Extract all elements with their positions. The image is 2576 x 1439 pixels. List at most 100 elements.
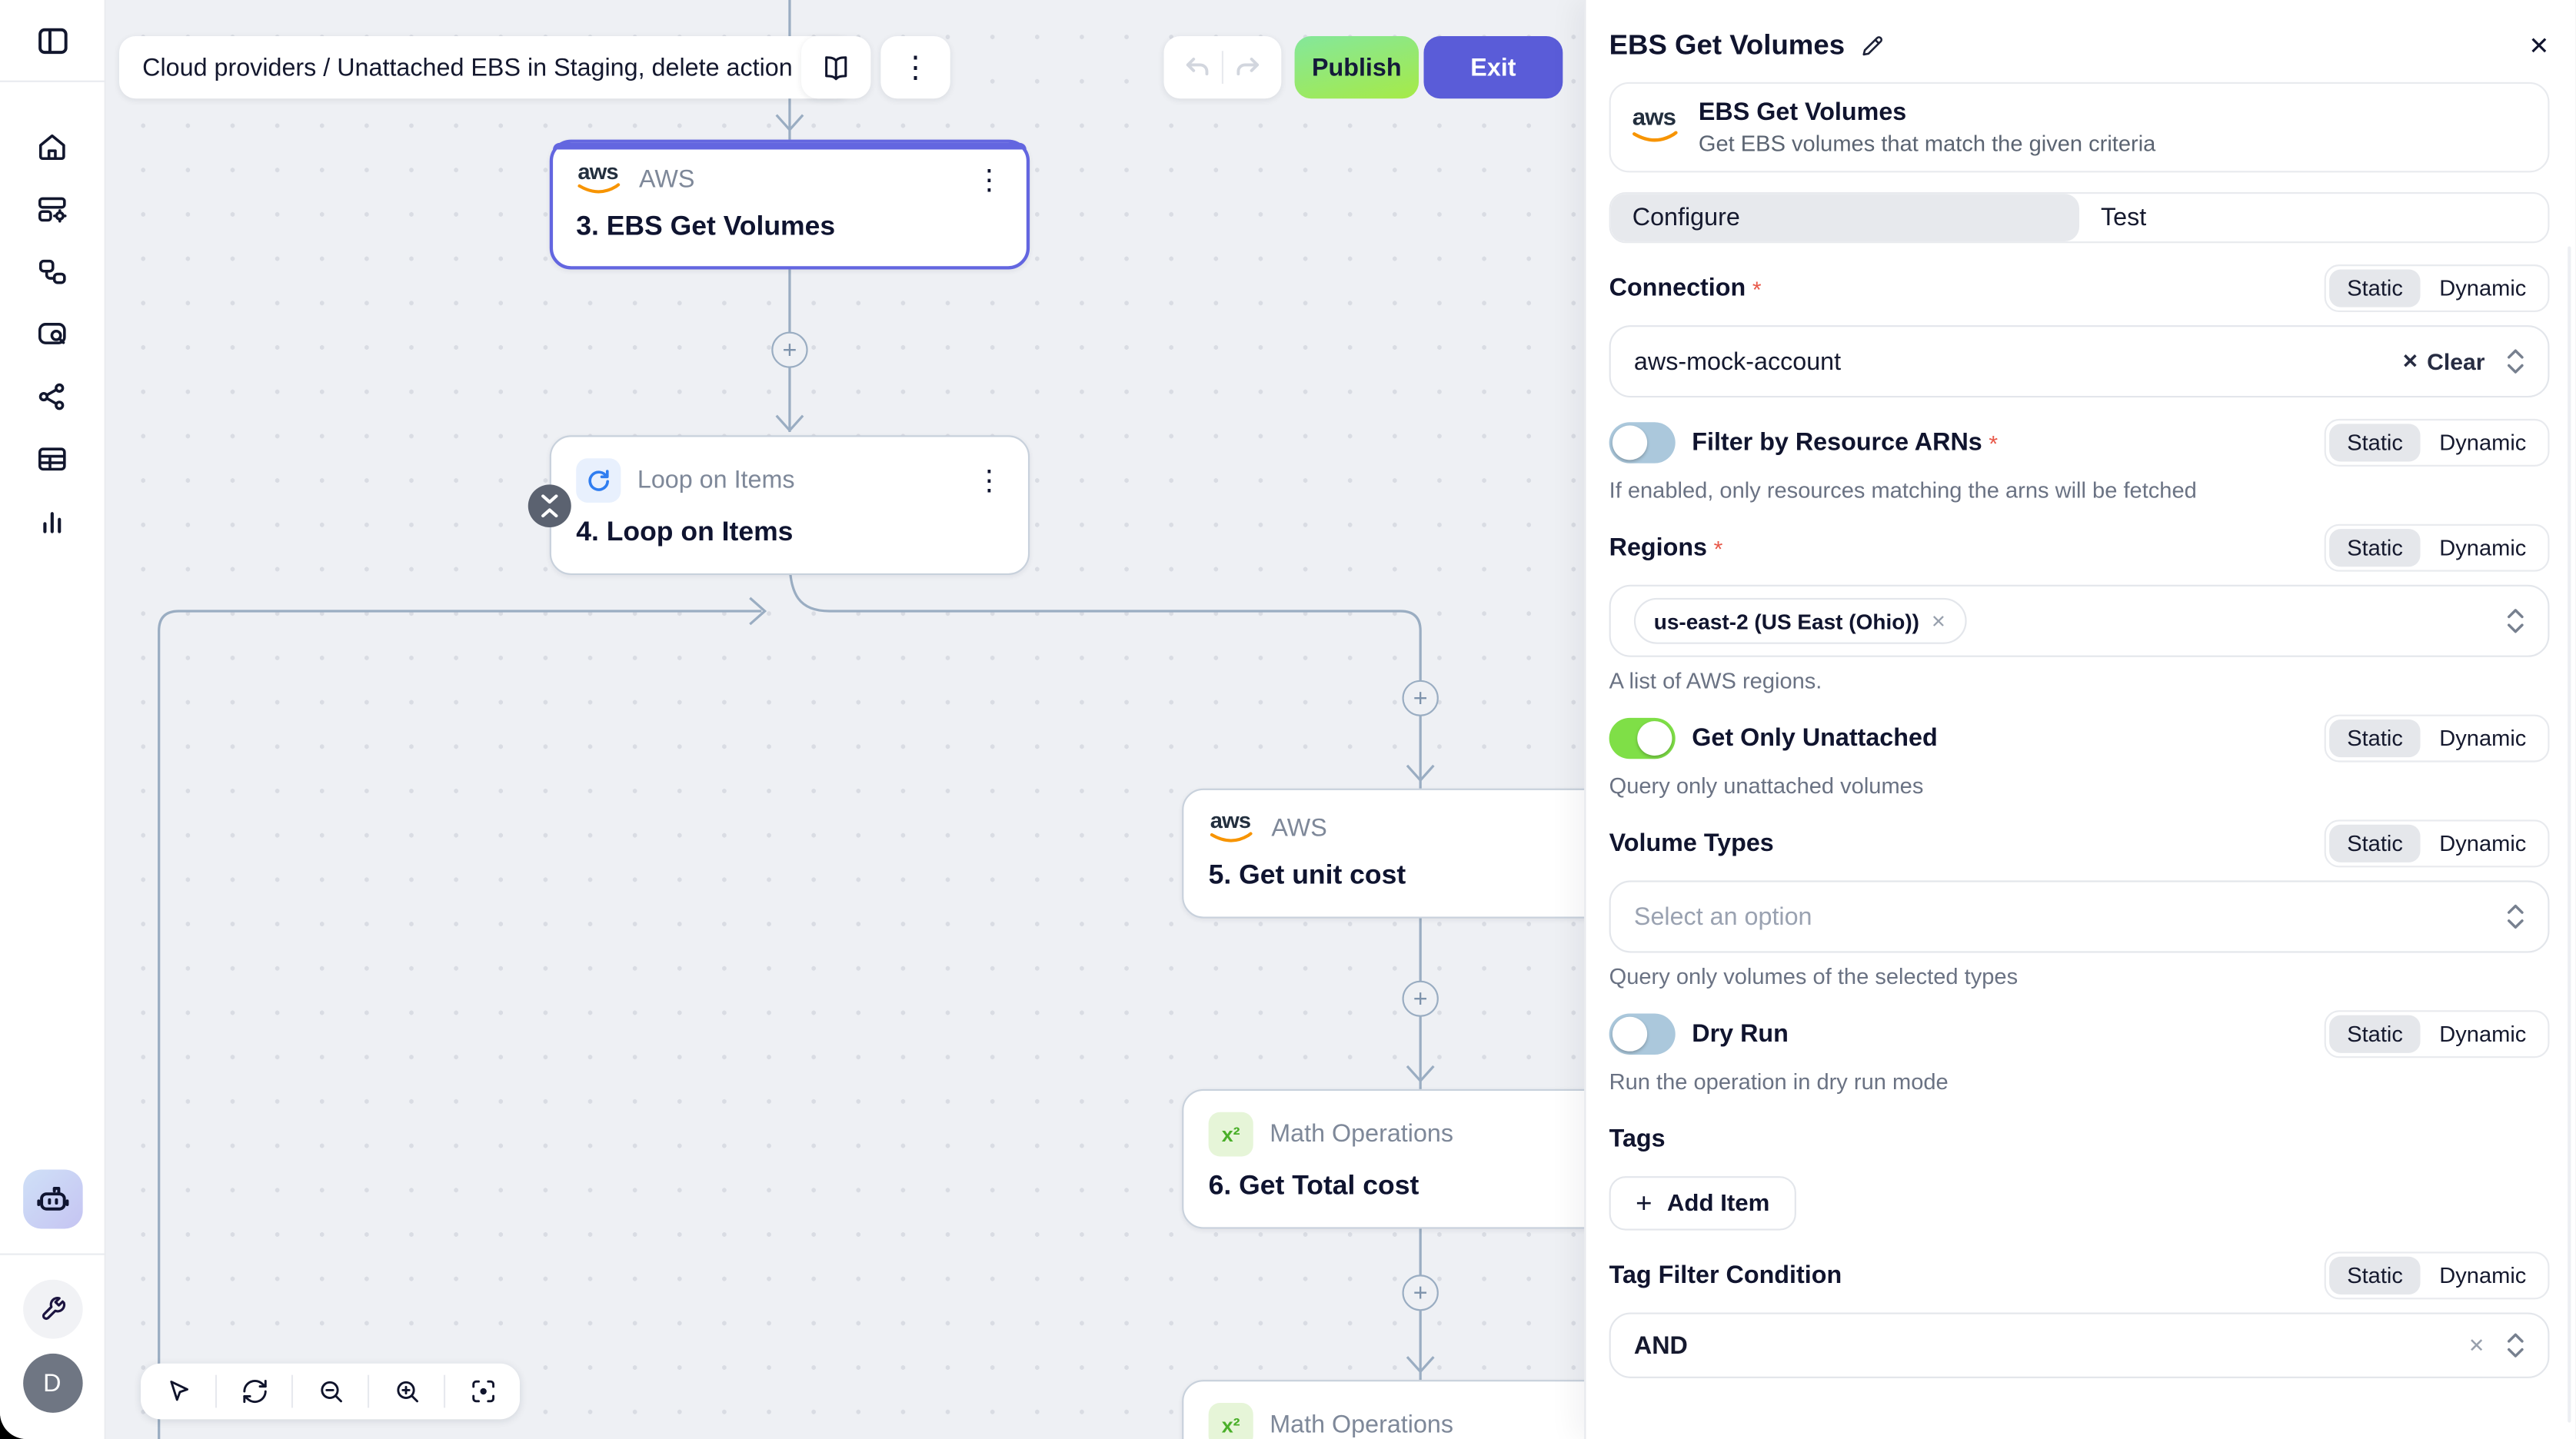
clear-tag-filter-icon[interactable]: ✕	[2468, 1334, 2485, 1358]
table-icon	[38, 447, 66, 470]
close-panel-button[interactable]: ✕	[2528, 32, 2550, 61]
node-get-unit-cost[interactable]: aws AWS 5. Get unit cost	[1182, 788, 1585, 919]
dynamic-option[interactable]: Dynamic	[2439, 535, 2527, 560]
workflow-canvas[interactable]: + + + + + aws AWS ⋮ 3. EBS Get Volumes	[105, 0, 1585, 1439]
collapse-sidebar-button[interactable]	[31, 20, 74, 63]
node-loop-on-items[interactable]: Loop on Items ⋮ 4. Loop on Items	[528, 435, 1030, 575]
dynamic-option[interactable]: Dynamic	[2439, 276, 2527, 301]
collapse-loop-button[interactable]	[528, 484, 571, 527]
static-option[interactable]: Static	[2328, 529, 2421, 567]
node-menu-button[interactable]: ⋮	[975, 164, 1003, 196]
static-option[interactable]: Static	[2328, 1256, 2421, 1294]
region-chip[interactable]: us-east-2 (US East (Ohio)) ✕	[1633, 597, 1966, 644]
dynamic-option[interactable]: Dynamic	[2439, 1022, 2527, 1047]
workflow-menu-button[interactable]: ⋮	[880, 36, 950, 99]
fit-view-button[interactable]	[445, 1364, 520, 1420]
dynamic-option[interactable]: Dynamic	[2439, 430, 2527, 455]
zoom-in-button[interactable]	[369, 1364, 444, 1420]
pencil-icon	[1863, 36, 1883, 56]
clear-connection-button[interactable]: ✕ Clear	[2401, 348, 2485, 375]
sidebar-item-analytics[interactable]	[31, 500, 74, 543]
dry-run-toggle[interactable]	[1609, 1013, 1676, 1055]
volume-types-select[interactable]: Select an option	[1609, 880, 2550, 953]
add-tag-item-button[interactable]: + Add Item	[1609, 1176, 1796, 1231]
static-option[interactable]: Static	[2328, 824, 2421, 862]
dynamic-option[interactable]: Dynamic	[2439, 831, 2527, 856]
clear-x-icon: ✕	[2401, 350, 2419, 374]
sidebar-item-search-cases[interactable]	[31, 312, 74, 355]
workflow-selector-dropdown[interactable]: Cloud providers / Unattached EBS in Stag…	[119, 36, 853, 99]
canvas-toolbar	[140, 1363, 521, 1420]
select-chevrons-icon	[2507, 349, 2524, 374]
required-marker: *	[1713, 534, 1723, 561]
add-step-button[interactable]: +	[1402, 680, 1439, 716]
get-only-unattached-toggle[interactable]	[1609, 717, 1676, 759]
tag-filter-condition-label: Tag Filter Condition	[1609, 1261, 1842, 1290]
regions-help: A list of AWS regions.	[1609, 668, 1822, 693]
node-menu-button[interactable]: ⋮	[975, 464, 1003, 497]
layout-gear-icon	[38, 196, 67, 222]
docs-button[interactable]	[801, 36, 871, 99]
connection-select[interactable]: aws-mock-account ✕ Clear	[1609, 325, 2550, 398]
static-option[interactable]: Static	[2328, 720, 2421, 758]
panel-scrollbar[interactable]	[2568, 246, 2571, 1423]
static-option[interactable]: Static	[2328, 269, 2421, 307]
action-name: EBS Get Volumes	[1698, 98, 1907, 127]
sidebar-item-share[interactable]	[31, 374, 74, 417]
sidebar-item-workflows[interactable]	[31, 250, 74, 293]
dynamic-option[interactable]: Dynamic	[2439, 726, 2527, 751]
dynamic-option[interactable]: Dynamic	[2439, 1263, 2527, 1288]
node-app-name: Math Operations	[1270, 1411, 1454, 1439]
select-chevrons-icon	[2507, 1333, 2524, 1358]
search-box-icon	[38, 321, 66, 344]
add-step-button[interactable]: +	[1402, 980, 1439, 1017]
sidebar-item-automations[interactable]	[31, 188, 74, 231]
tab-configure[interactable]: Configure	[1610, 194, 2080, 242]
ai-assistant-button[interactable]	[22, 1169, 82, 1229]
static-option[interactable]: Static	[2328, 424, 2421, 462]
divider	[367, 1374, 370, 1408]
select-tool-button[interactable]	[141, 1364, 215, 1420]
node-get-total-cost[interactable]: x² Math Operations 6. Get Total cost	[1182, 1088, 1585, 1229]
filter-arns-label: Filter by Resource ARNs	[1692, 428, 1982, 457]
undo-button[interactable]	[1179, 51, 1212, 84]
get-only-unattached-mode-switch: Static Dynamic	[2324, 714, 2550, 763]
settings-button[interactable]	[22, 1279, 82, 1339]
node-math-operations[interactable]: x² Math Operations	[1182, 1380, 1585, 1439]
node-app-name: Math Operations	[1270, 1120, 1454, 1148]
bar-chart-icon	[43, 511, 62, 533]
redo-button[interactable]	[1233, 51, 1266, 84]
user-avatar[interactable]: D	[22, 1353, 82, 1413]
node-ebs-get-volumes[interactable]: aws AWS ⋮ 3. EBS Get Volumes	[549, 139, 1030, 270]
regions-multiselect[interactable]: us-east-2 (US East (Ohio)) ✕	[1609, 584, 2550, 657]
publish-button[interactable]: Publish	[1294, 36, 1419, 99]
tag-filter-condition-select[interactable]: AND ✕	[1609, 1312, 2550, 1378]
tab-test[interactable]: Test	[2101, 203, 2147, 232]
dry-run-help: Run the operation in dry run mode	[1609, 1069, 1949, 1095]
fit-view-icon	[471, 1380, 494, 1403]
node-app-name: AWS	[1271, 814, 1327, 843]
filter-arns-toggle[interactable]	[1609, 422, 1676, 464]
math-operations-icon: x²	[1208, 1112, 1253, 1157]
zoom-in-icon	[396, 1381, 418, 1403]
divider	[215, 1374, 218, 1408]
node-title: 3. EBS Get Volumes	[576, 211, 836, 242]
connection-label: Connection	[1609, 274, 1746, 303]
node-title: 6. Get Total cost	[1208, 1171, 1419, 1201]
plus-icon: +	[782, 336, 797, 364]
sidebar-item-tables[interactable]	[31, 437, 74, 480]
exit-button[interactable]: Exit	[1423, 36, 1563, 99]
tags-label: Tags	[1609, 1125, 1666, 1154]
add-step-button[interactable]: +	[771, 331, 808, 368]
remove-region-icon[interactable]: ✕	[1931, 612, 1946, 632]
sidebar-item-home[interactable]	[31, 125, 74, 168]
add-step-button[interactable]: +	[1402, 1274, 1439, 1311]
zoom-out-button[interactable]	[293, 1364, 368, 1420]
select-chevrons-icon	[2507, 609, 2524, 633]
plus-icon: +	[1413, 985, 1428, 1013]
static-option[interactable]: Static	[2328, 1015, 2421, 1053]
refresh-layout-button[interactable]	[217, 1364, 291, 1420]
rename-node-button[interactable]	[1859, 33, 1885, 59]
aws-logo-icon: aws	[1631, 105, 1681, 146]
